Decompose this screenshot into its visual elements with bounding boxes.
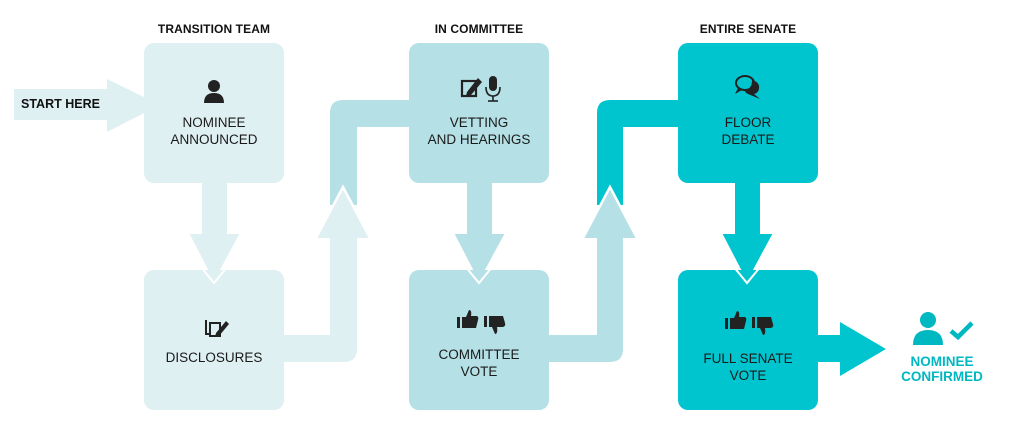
arrowtip-2 <box>468 270 491 283</box>
arrowtip-2-outline <box>464 265 494 285</box>
arrowtip-3 <box>736 270 759 283</box>
person-check-icon <box>913 312 974 345</box>
arrowtip-1-outline <box>199 265 229 285</box>
label-line: NOMINEE <box>910 354 974 369</box>
person-icon <box>204 80 224 103</box>
documents-edit-icon <box>205 320 229 337</box>
label-line: FLOOR <box>724 115 772 130</box>
start-arrow <box>14 79 160 132</box>
step-label-nominee-announced: NOMINEE ANNOUNCED <box>144 114 284 148</box>
label-line: FULL SENATE <box>703 351 793 366</box>
start-here-label: START HERE <box>21 97 100 111</box>
stage-header-transition-team: TRANSITION TEAM <box>157 22 271 36</box>
step-box-vetting <box>409 43 549 183</box>
step-label-vetting: VETTING AND HEARINGS <box>409 114 549 148</box>
label-line: DEBATE <box>721 132 775 147</box>
label-line: COMMITTEE <box>438 347 520 362</box>
connector-vetting-left <box>330 100 409 205</box>
label-line: AND HEARINGS <box>427 132 531 147</box>
step-label-full-senate-vote: FULL SENATE VOTE <box>678 350 818 384</box>
label-line: CONFIRMED <box>901 369 983 384</box>
label-line: NOMINEE <box>182 115 246 130</box>
final-label-nominee-confirmed: NOMINEE CONFIRMED <box>897 354 987 384</box>
stage-header-in-committee: IN COMMITTEE <box>434 22 524 36</box>
step-box-committee-vote <box>409 270 549 410</box>
label-line: VOTE <box>460 364 498 379</box>
connector-debate-left <box>597 100 678 205</box>
step-label-floor-debate: FLOOR DEBATE <box>678 114 818 148</box>
label-line: VETTING <box>449 115 509 130</box>
step-box-floor-debate <box>678 43 818 183</box>
speech-bubbles-icon <box>735 75 760 99</box>
step-box-full-senate-vote <box>678 270 818 410</box>
connector-disclosures-up <box>284 187 370 362</box>
thumbs-up-down-icon <box>725 311 774 335</box>
arrowtip-3-outline <box>732 265 762 285</box>
stage-header-entire-senate: ENTIRE SENATE <box>699 22 797 36</box>
arrowtip-1 <box>203 270 226 283</box>
step-box-disclosures <box>144 270 284 410</box>
step-label-disclosures: DISCLOSURES <box>144 349 284 366</box>
step-label-committee-vote: COMMITTEE VOTE <box>409 346 549 380</box>
step-box-nominee-announced <box>144 43 284 183</box>
down-arrow-1 <box>186 181 243 286</box>
arrowhead-outline-2 <box>581 184 639 239</box>
down-arrow-3 <box>719 181 776 286</box>
edit-microphone-icon <box>460 76 501 102</box>
label-line: VOTE <box>729 368 767 383</box>
final-arrow <box>817 322 886 376</box>
connector-committee-up <box>549 187 637 362</box>
label-line: DISCLOSURES <box>165 350 263 365</box>
label-line: ANNOUNCED <box>170 132 258 147</box>
down-arrow-2 <box>451 181 508 286</box>
thumbs-up-down-icon <box>457 310 506 334</box>
arrowhead-outline-1 <box>314 184 372 239</box>
